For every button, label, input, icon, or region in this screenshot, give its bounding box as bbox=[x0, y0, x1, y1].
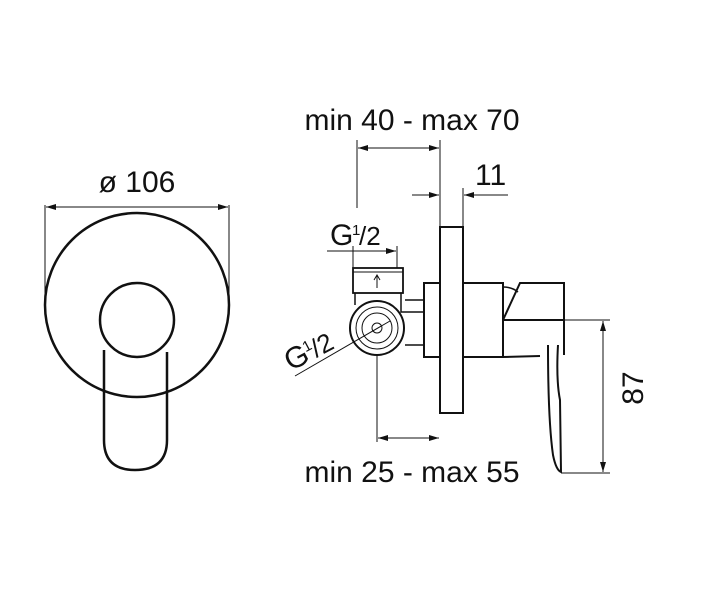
thread-fraction-den: /2 bbox=[359, 221, 381, 251]
valve-body-rear bbox=[423, 282, 441, 358]
handle-knob bbox=[98, 281, 176, 359]
thread-top-label: G 1 /2 bbox=[330, 219, 381, 252]
flow-arrow-icon bbox=[373, 274, 381, 288]
cover-plate bbox=[43, 211, 231, 399]
outlet-center bbox=[371, 322, 383, 334]
connection-depth-label: min 25 - max 55 bbox=[304, 456, 519, 489]
thread-fraction-num: 1 bbox=[352, 222, 360, 239]
handle-side bbox=[502, 282, 565, 474]
fitting-outlet bbox=[349, 300, 405, 356]
side-view: min 40 - max 70 11 G 1 /2 G 1 /2 min 25 … bbox=[279, 104, 650, 489]
handle-joint bbox=[502, 286, 519, 293]
fitting-nut bbox=[352, 267, 404, 294]
plate-thickness-label: 11 bbox=[475, 159, 506, 192]
height-label: 87 bbox=[617, 371, 650, 404]
outlet-ring bbox=[355, 306, 399, 350]
thread-fraction-den: /2 bbox=[305, 327, 338, 364]
wall-depth-label: min 40 - max 70 bbox=[304, 104, 519, 137]
fitting-body bbox=[354, 293, 425, 346]
wall-plate bbox=[439, 226, 464, 414]
valve-body-front bbox=[462, 282, 504, 358]
front-view: ø 106 bbox=[43, 166, 231, 472]
diameter-label: ø 106 bbox=[99, 166, 176, 199]
thread-letter: G bbox=[330, 219, 353, 252]
handle-lever bbox=[102, 350, 169, 472]
thread-side-label: G 1 /2 bbox=[279, 327, 339, 378]
leader-line bbox=[294, 320, 391, 377]
outlet-ring bbox=[361, 312, 393, 344]
